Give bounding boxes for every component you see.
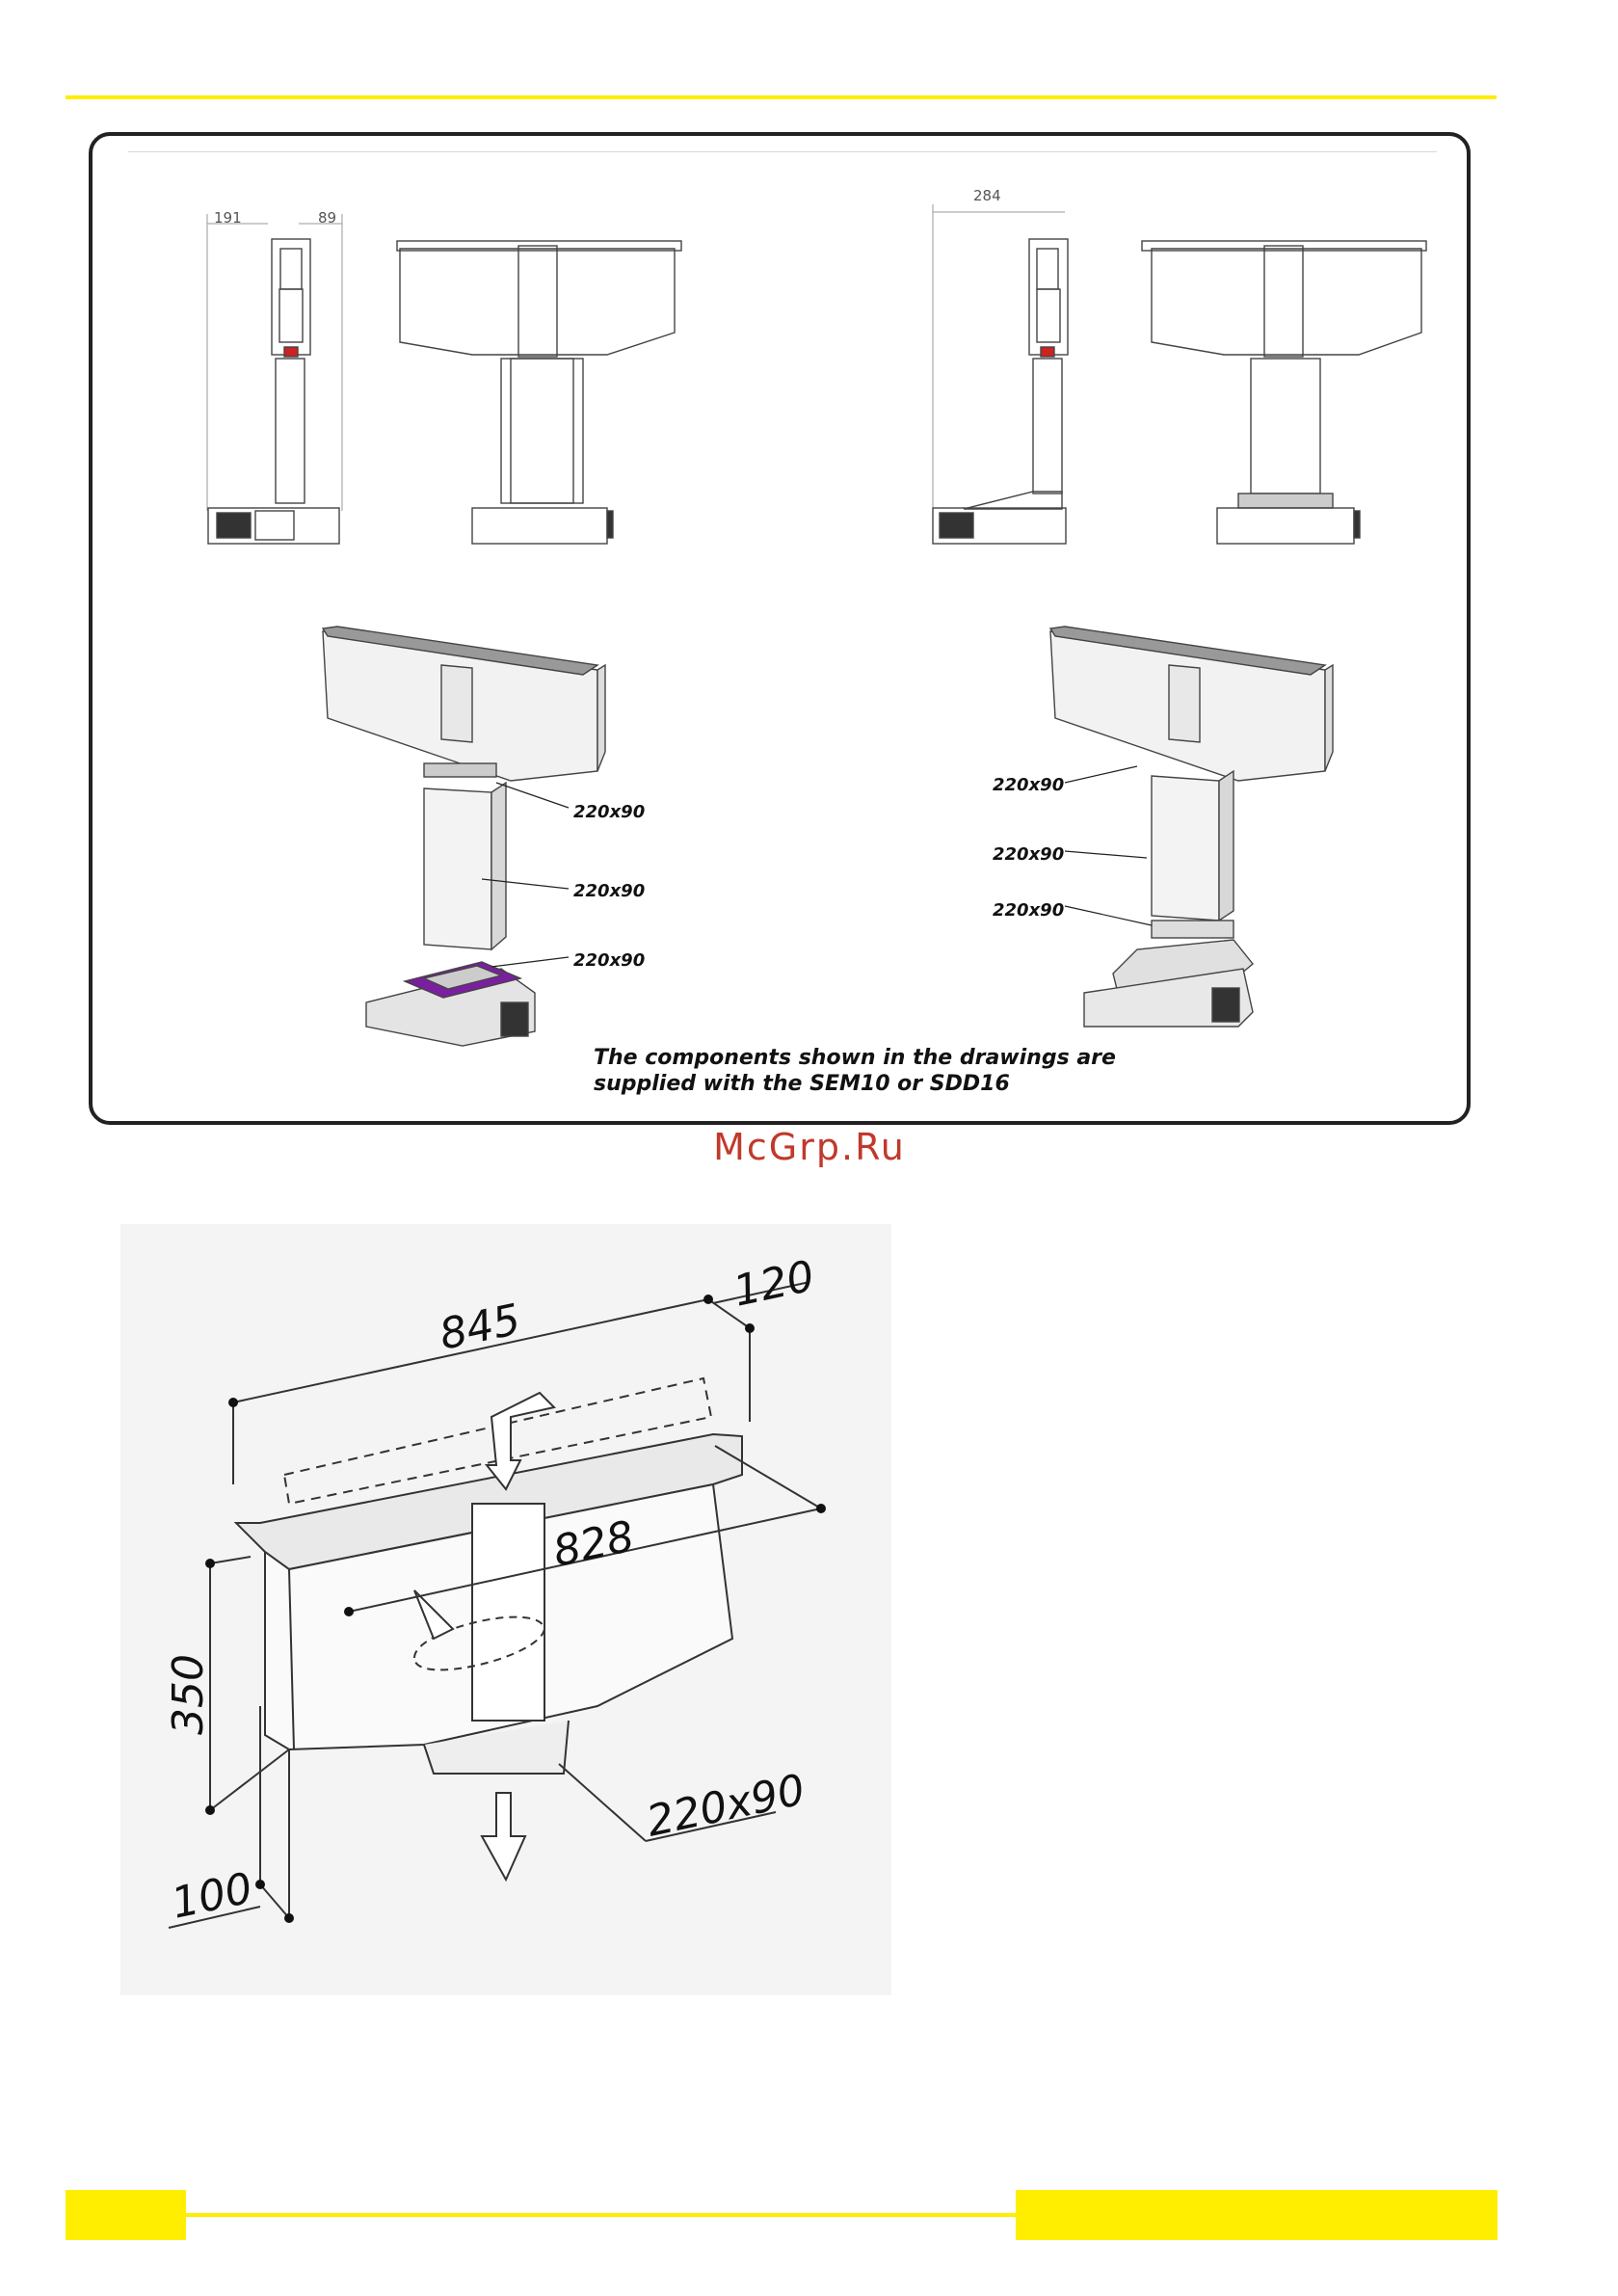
dim-220x90: 220x90	[643, 1765, 809, 1846]
dim-350: 350	[164, 1654, 213, 1735]
dim-120: 120	[729, 1251, 819, 1316]
footer-yellow-block-left	[66, 2190, 186, 2240]
dim-100: 100	[168, 1863, 257, 1928]
footer-yellow-block-right	[1016, 2190, 1498, 2240]
dim-845: 845	[436, 1295, 525, 1359]
footer-yellow-rule	[186, 2213, 1020, 2217]
